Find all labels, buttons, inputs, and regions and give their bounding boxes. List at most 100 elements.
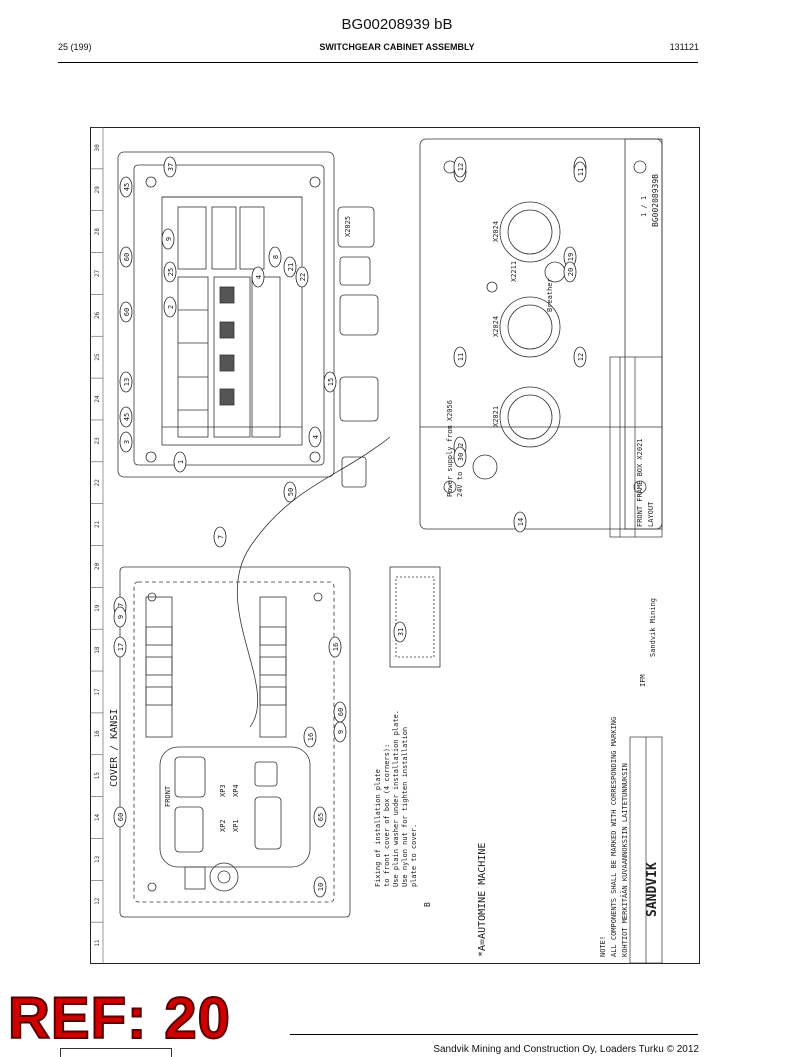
grid-number: 19 (94, 604, 101, 612)
svg-text:60: 60 (123, 253, 131, 261)
svg-text:12: 12 (577, 353, 585, 361)
svg-text:31: 31 (397, 628, 405, 636)
callout: 16 (328, 636, 342, 658)
label-fixing5: plate to cover. (410, 824, 418, 887)
grid-number: 17 (94, 688, 101, 696)
callout: 60 (119, 301, 133, 323)
grid-number: 30 (94, 144, 101, 152)
label-note2: ALL COMPONENTS SHALL BE MARKED WITH CORR… (610, 717, 618, 957)
callout: 60 (333, 701, 347, 723)
svg-text:30: 30 (457, 453, 465, 461)
svg-text:9: 9 (165, 237, 173, 241)
svg-text:11: 11 (457, 353, 465, 361)
grid-number: 23 (94, 437, 101, 445)
label-x2024: X2024 (492, 316, 500, 337)
label-power1: Power supply from X2056 (446, 400, 454, 497)
footer-rule (290, 1034, 698, 1035)
label-note3: KOHTIOT MERKITÄÄN KUVAANNOKSIIN LAITETUN… (620, 763, 629, 957)
title-block (609, 356, 663, 964)
svg-text:16: 16 (307, 733, 315, 741)
svg-text:15: 15 (327, 378, 335, 386)
grid-number: 12 (94, 897, 101, 905)
document-id: BG00208939 bB (341, 16, 453, 33)
label-company: Sandvik Mining (649, 598, 657, 657)
svg-text:12: 12 (457, 163, 465, 171)
svg-text:7: 7 (217, 535, 225, 539)
svg-text:13: 13 (123, 378, 131, 386)
svg-text:2: 2 (167, 305, 175, 309)
svg-text:22: 22 (299, 273, 307, 281)
callout: 60 (113, 806, 127, 828)
sandvik-logo: SANDVIK (645, 862, 660, 917)
svg-text:60: 60 (117, 813, 125, 821)
label-fixing3: Use plain washer under installation plat… (392, 710, 400, 887)
label-xp1: XP1 (232, 819, 240, 832)
svg-text:60: 60 (337, 708, 345, 716)
svg-text:1: 1 (177, 460, 185, 464)
callout: 13 (119, 371, 133, 393)
callout: 20 (563, 261, 577, 283)
label-sheet: 1 / 1 (640, 196, 648, 217)
callout: 8 (268, 246, 282, 268)
callout: 7 (213, 526, 227, 548)
callout: 11 (453, 346, 467, 368)
svg-text:4: 4 (255, 275, 263, 279)
grid-number: 16 (94, 730, 101, 738)
callout: 4 (308, 426, 322, 448)
callout: 22 (295, 266, 309, 288)
svg-text:60: 60 (123, 308, 131, 316)
callout: 11 (573, 161, 587, 183)
page-number: 25 (199) (58, 42, 92, 52)
callout: 31 (393, 621, 407, 643)
label-xp3: XP3 (219, 784, 227, 797)
grid-number: 11 (94, 939, 101, 947)
grid-number: 29 (94, 186, 101, 194)
page-title: SWITCHGEAR CABINET ASSEMBLY (319, 42, 475, 52)
label-b-mark: B (423, 902, 432, 907)
grid-number: 21 (94, 521, 101, 529)
label-xp2: XP2 (219, 819, 227, 832)
callout: 9 (113, 606, 127, 628)
label-x2021: X2021 (492, 406, 500, 427)
grid-number: 20 (94, 562, 101, 570)
svg-text:45: 45 (123, 183, 131, 191)
callout: 12 (573, 346, 587, 368)
svg-text:50: 50 (287, 488, 295, 496)
grid-number: 15 (94, 772, 101, 780)
svg-text:9: 9 (117, 615, 125, 619)
label-x2211: X2211 (510, 261, 518, 282)
callout-markers: 4560601345312259374821224155071411121112… (113, 156, 587, 898)
callout: 9 (161, 228, 175, 250)
callout: 21 (283, 256, 297, 278)
svg-text:37: 37 (167, 163, 175, 171)
label-x2024b: X2024 (492, 221, 500, 242)
label-cover: COVER / KANSI (109, 709, 120, 787)
label-x2025: X2025 (344, 216, 352, 237)
label-title-main: FRONT FRAME BOX X2021 (636, 438, 644, 527)
svg-text:8: 8 (272, 255, 280, 259)
ref-stamp: REF: 20 (7, 985, 231, 1052)
svg-text:4: 4 (312, 435, 320, 439)
callout: 4 (251, 266, 265, 288)
callout: 65 (313, 806, 327, 828)
callout: 14 (513, 511, 527, 533)
svg-text:14: 14 (517, 518, 525, 526)
callout: 30 (453, 446, 467, 468)
grid-number: 27 (94, 269, 101, 277)
label-front: FRONT (164, 785, 172, 807)
svg-text:21: 21 (287, 263, 295, 271)
callout: 37 (163, 156, 177, 178)
grid-number: 24 (94, 395, 101, 403)
connector-panel (419, 138, 663, 530)
callout: 3 (119, 431, 133, 453)
label-note1: NOTE! (599, 936, 607, 957)
header-rule (58, 62, 698, 63)
svg-text:9: 9 (337, 730, 345, 734)
svg-text:19: 19 (567, 253, 575, 261)
cabinet-body (117, 151, 379, 488)
svg-text:11: 11 (577, 168, 585, 176)
label-xp4: XP4 (232, 784, 240, 797)
grid-number: 18 (94, 646, 101, 654)
grid-number: 26 (94, 311, 101, 319)
callout: 10 (313, 876, 327, 898)
